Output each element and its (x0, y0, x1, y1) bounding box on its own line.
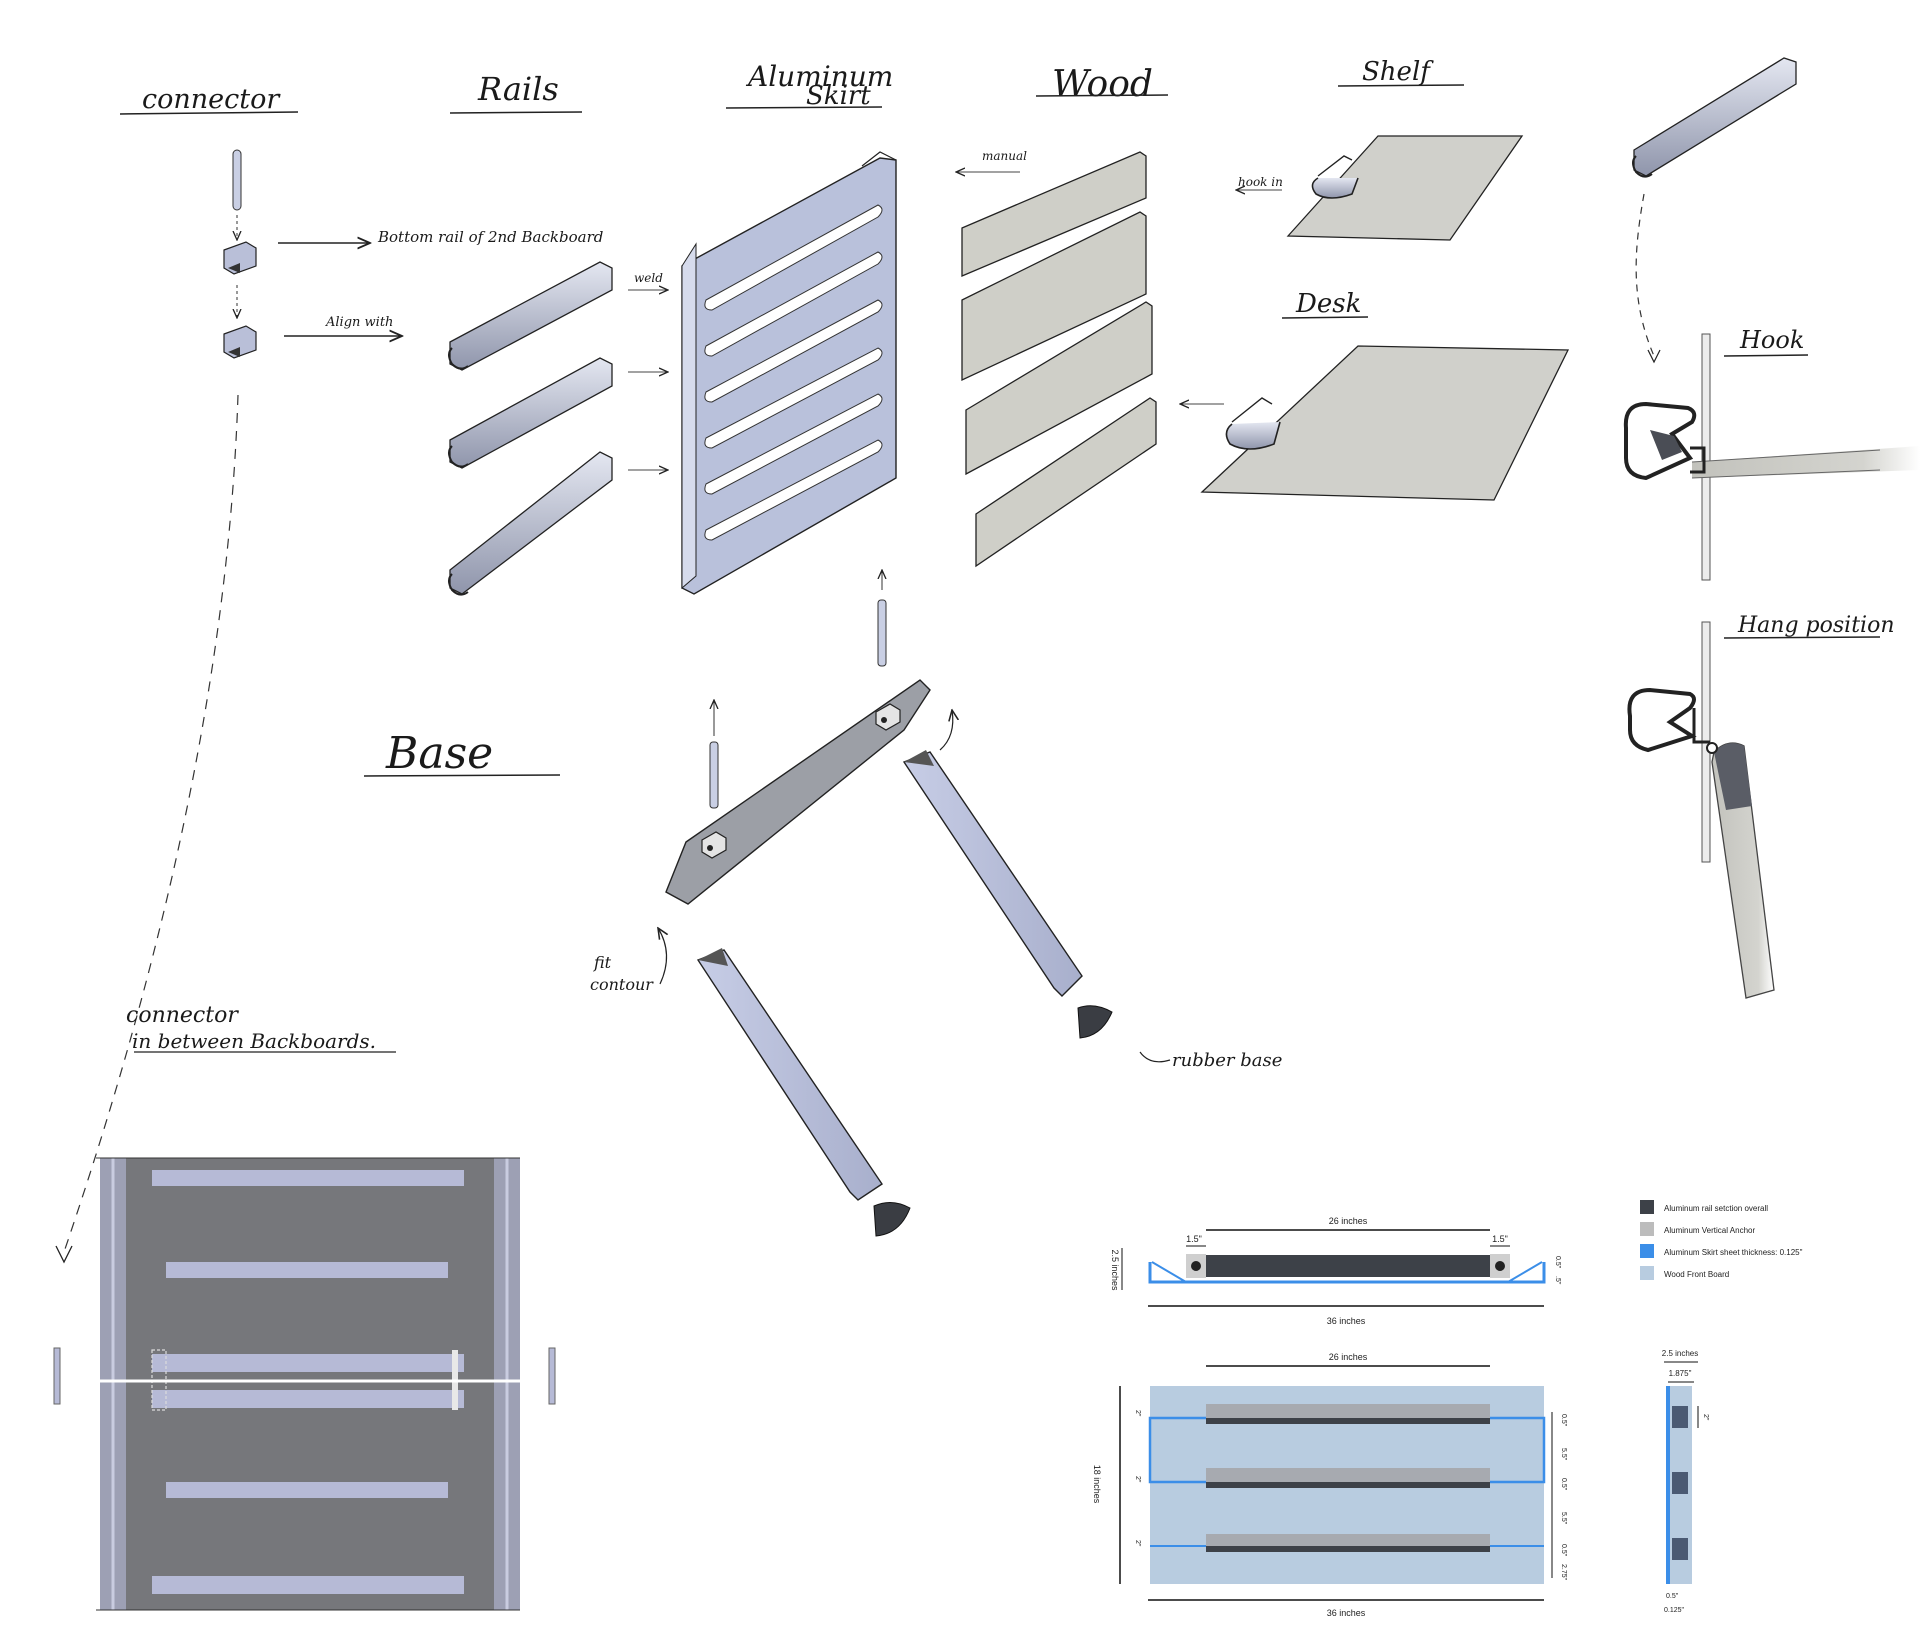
tech-side-view: 2.5 inches 1.875" 2" 0.5" 0.125" (1662, 1349, 1709, 1614)
dim-side-notch: 2" (1702, 1414, 1709, 1421)
legend-label-skirt: Aluminum Skirt sheet thickness: 0.125" (1664, 1248, 1803, 1257)
rail-detail-sketch (1632, 57, 1797, 178)
wood-board-4 (975, 397, 1157, 568)
heading-connector: connector (119, 84, 299, 115)
rail-2 (448, 357, 613, 469)
heading-skirt-line1: Aluminum (745, 60, 893, 93)
heading-hook-text: Hook (1739, 326, 1804, 354)
dim-front-left-3: 2" (1134, 1540, 1141, 1547)
base-leg-left (696, 948, 883, 1201)
dim-front-right-5: 0.5" (1560, 1544, 1567, 1557)
rubber-foot-right (1077, 1005, 1113, 1039)
rail-1 (448, 261, 613, 371)
legend-swatch-anchor (1640, 1222, 1654, 1236)
heading-shelf: Shelf (1337, 57, 1465, 87)
tech-front-view: 26 inches 18 inches 2" 2" 2" 0.5" 5.5" 0… (1092, 1352, 1567, 1618)
hang-position-detail (1627, 621, 1775, 999)
legend-label-rail: Aluminum rail setction overall (1664, 1204, 1768, 1213)
heading-rails-text: Rails (477, 70, 559, 108)
heading-wood: Wood (1035, 64, 1169, 105)
heading-desk: Desk (1281, 289, 1369, 319)
dim-top-right-b: .5" (1554, 1276, 1561, 1285)
legend: Aluminum rail setction overall Aluminum … (1640, 1200, 1803, 1280)
wood-board-3 (965, 301, 1153, 476)
dim-side-inner: 1.875" (1669, 1369, 1692, 1378)
note-align-with: Align with (325, 315, 393, 330)
wood-board-1 (961, 151, 1147, 277)
aluminum-skirt-panel (681, 151, 897, 595)
heading-aluminum-skirt: Aluminum Skirt (725, 60, 893, 111)
dim-front-right-3: 0.5" (1560, 1478, 1567, 1491)
tech-top-view: 26 inches 1.5" 1.5" 2.5 inches 0.5" .5" … (1110, 1216, 1561, 1326)
dim-side-bottom-b: 0.125" (1664, 1607, 1685, 1614)
note-manual: manual (982, 149, 1027, 163)
dim-top-span: 26 inches (1329, 1216, 1368, 1226)
dim-top-height: 2.5 inches (1110, 1249, 1120, 1291)
heading-rails: Rails (449, 70, 583, 114)
base-plate (665, 679, 931, 905)
heading-base: Base (363, 728, 561, 779)
dim-side-bottom-a: 0.5" (1666, 1593, 1679, 1600)
backboard-front-view (96, 1157, 520, 1611)
heading-hang-text: Hang position (1737, 613, 1895, 638)
note-hook-in: hook in (1238, 175, 1283, 189)
dim-front-right-4: 5.5" (1560, 1512, 1567, 1525)
heading-shelf-text: Shelf (1362, 57, 1434, 87)
note-fit: fit (593, 953, 612, 972)
note-connector-between-2: in between Backboards. (132, 1029, 376, 1053)
hook-detail (1623, 333, 1920, 581)
dim-front-left-2: 2" (1134, 1476, 1141, 1483)
note-weld: weld (634, 271, 663, 285)
dim-front-right-1: 0.5" (1560, 1414, 1567, 1427)
dim-front-width: 36 inches (1327, 1608, 1366, 1618)
dim-front-right-2: 5.5" (1560, 1448, 1567, 1461)
legend-swatch-rail (1640, 1200, 1654, 1214)
legend-swatch-wood (1640, 1266, 1654, 1280)
legend-swatch-skirt (1640, 1244, 1654, 1258)
dim-side-depth: 2.5 inches (1662, 1349, 1698, 1358)
heading-skirt-line2: Skirt (806, 81, 871, 111)
heading-base-text: Base (385, 728, 493, 779)
heading-hang-position: Hang position (1723, 613, 1895, 639)
legend-label-wood: Wood Front Board (1664, 1270, 1729, 1279)
base-pin-left (710, 700, 718, 809)
wood-board-2 (961, 211, 1147, 382)
legend-label-anchor: Aluminum Vertical Anchor (1664, 1226, 1755, 1235)
note-connector-between-1: connector (126, 1003, 239, 1028)
heading-desk-text: Desk (1295, 289, 1361, 319)
connector-clip-1 (223, 241, 257, 275)
rail-3 (448, 451, 613, 596)
dim-front-height: 18 inches (1092, 1465, 1102, 1504)
dim-top-width: 36 inches (1327, 1316, 1366, 1326)
base-pin-right (878, 570, 886, 667)
dim-top-left-offset: 1.5" (1186, 1234, 1202, 1244)
rubber-foot-left (873, 1202, 911, 1237)
desk-sketch (1200, 345, 1570, 501)
dim-top-right-a: 0.5" (1554, 1256, 1561, 1269)
note-bottom-rail: Bottom rail of 2nd Backboard (377, 228, 603, 246)
connector-pin (232, 149, 242, 211)
note-rubber-base: rubber base (1172, 1050, 1282, 1071)
heading-connector-text: connector (142, 84, 281, 115)
note-contour: contour (590, 975, 654, 994)
connector-clip-2 (223, 325, 257, 359)
heading-hook: Hook (1723, 326, 1809, 357)
side-pin-left (53, 1347, 61, 1405)
dim-front-right-6: 2.75" (1560, 1564, 1567, 1581)
shelf-sketch (1286, 135, 1524, 241)
guide-dashed-line (63, 394, 239, 1253)
dim-front-span: 26 inches (1329, 1352, 1368, 1362)
dim-top-right-offset: 1.5" (1492, 1234, 1508, 1244)
heading-wood-text: Wood (1052, 64, 1153, 105)
dim-front-left-1: 2" (1134, 1410, 1141, 1417)
side-pin-right (548, 1347, 556, 1405)
base-leg-right (902, 750, 1083, 997)
